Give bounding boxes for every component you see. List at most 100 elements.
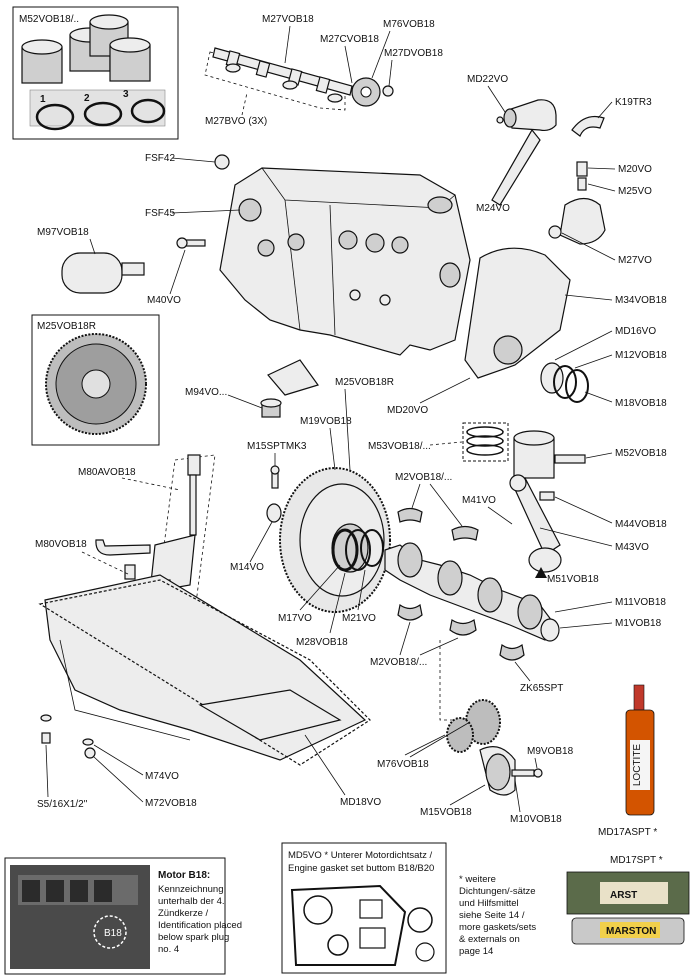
loctite-text: LOCTITE [632, 744, 643, 787]
label-M97VOB18: M97VOB18 [37, 227, 89, 238]
label-M40VO: M40VO [147, 295, 181, 306]
label-M94VO: M94VO... [185, 387, 227, 398]
seal-M17VO [331, 528, 384, 572]
label-M76VOB18: M76VOB18 [377, 759, 429, 770]
label-M14VO: M14VO [230, 562, 264, 573]
connecting-rod [509, 474, 562, 573]
crankshaft [384, 542, 560, 642]
footnote-line-3: und Hilfsmittel [459, 898, 519, 909]
flywheel-box: M25VOB18R [31, 314, 160, 446]
label-M25VO: M25VO [618, 186, 652, 197]
footnote-line-7: page 14 [459, 946, 493, 957]
gasket-box-line-1: MD5VO * Unterer Motordichtsatz / [288, 850, 432, 861]
footnote-line-4: siehe Seite 14 / [459, 910, 525, 921]
label-M72VOB18: M72VOB18 [145, 798, 197, 809]
label-M43VO: M43VO [615, 542, 649, 553]
label-M51VOB18: M51VOB18 [547, 574, 599, 585]
piston-rings-box [462, 422, 509, 462]
footnote-line-1: * weitere [459, 874, 496, 885]
seal-rings [540, 362, 589, 403]
label-K19TR3: K19TR3 [615, 97, 652, 108]
motor-box-line-4: Identification placed [158, 920, 242, 931]
timing-cover [464, 247, 571, 379]
motor-box-line-2: unterhalb der 4. [158, 896, 225, 907]
oil-filter [61, 252, 145, 294]
ring-number-1: 1 [40, 94, 46, 105]
engine-block [219, 167, 471, 356]
label-MD17ASPT: MD17ASPT * [598, 827, 657, 838]
label-M17VO: M17VO [278, 613, 312, 624]
label-M27CVOB18: M27CVOB18 [320, 34, 379, 45]
piston [513, 430, 586, 479]
label-M24VO: M24VO [476, 203, 510, 214]
label-M2VOB18-bottom: M2VOB18/... [370, 657, 427, 668]
label-M53VOB18: M53VOB18/... [368, 441, 431, 452]
label-M34VOB18: M34VOB18 [615, 295, 667, 306]
label-M21VO: M21VO [342, 613, 376, 624]
label-M28VOB18: M28VOB18 [296, 637, 348, 648]
gasket-box-line-2: Engine gasket set buttom B18/B20 [288, 863, 434, 874]
motor-info-box: B18 Motor B18: Kennzeichnung unterhalb d… [4, 857, 242, 975]
motor-box-line-6: no. 4 [158, 944, 179, 955]
label-M27VOB18: M27VOB18 [262, 14, 314, 25]
label-M44VOB18: M44VOB18 [615, 519, 667, 530]
timing-gears [446, 699, 543, 796]
label-M27VO: M27VO [618, 255, 652, 266]
label-M76VOB18-top: M76VOB18 [383, 19, 435, 30]
label-MD22VO: MD22VO [467, 74, 508, 85]
hose-thermostat [548, 115, 606, 245]
gasket-set-box: MD5VO * Unterer Motordichtsatz / Engine … [281, 842, 447, 974]
label-M25VOB18R-box: M25VOB18R [37, 321, 96, 332]
label-M52VOB18-kit: M52VOB18/.. [19, 14, 79, 25]
motor-box-line-3: Zündkerze / [158, 908, 209, 919]
footnote-line-5: more gaskets/sets [459, 922, 536, 933]
label-M1VOB18: M1VOB18 [615, 618, 662, 629]
bolt-M15SPTMK3 [270, 465, 280, 489]
label-M27BVO: M27BVO (3X) [205, 116, 267, 127]
label-M19VOB18: M19VOB18 [300, 416, 352, 427]
label-MD17SPT: MD17SPT * [610, 855, 663, 866]
engine-mark-text: B18 [104, 928, 122, 939]
motor-box-title: Motor B18: [158, 870, 210, 881]
oil-pan [38, 574, 371, 766]
label-M12VOB18: M12VOB18 [615, 350, 667, 361]
label-FSF42: FSF42 [145, 153, 175, 164]
piston-kit-box: M52VOB18/.. 1 2 3 [12, 6, 179, 140]
sealant-tube-MD17ASPT: LOCTITE [625, 684, 655, 816]
label-M9VOB18: M9VOB18 [527, 746, 574, 757]
motor-box-line-5: below spark plug [158, 932, 229, 943]
label-M27DVOB18: M27DVOB18 [384, 48, 443, 59]
label-M80AVOB18: M80AVOB18 [78, 467, 136, 478]
footnote: * weitere Dichtungen/-sätze und Hilfsmit… [459, 874, 536, 957]
bushing-M14VO [266, 503, 282, 523]
label-MD16VO: MD16VO [615, 326, 656, 337]
label-M80VOB18: M80VOB18 [35, 539, 87, 550]
label-M74VO: M74VO [145, 771, 179, 782]
label-MD18VO: MD18VO [340, 797, 381, 808]
ring-number-2: 2 [84, 93, 90, 104]
sealant-box-MD17SPT: ARST MARSTON [566, 871, 690, 945]
bearing-shells-top [397, 507, 479, 541]
label-M52VOB18: M52VOB18 [615, 448, 667, 459]
bearing-shells-bottom [397, 603, 525, 661]
footnote-line-2: Dichtungen/-sätze [459, 886, 536, 897]
label-M20VO: M20VO [618, 164, 652, 175]
motor-box-line-1: Kennzeichnung [158, 884, 224, 895]
label-S5: S5/16X1/2" [37, 799, 88, 810]
label-MD20VO: MD20VO [387, 405, 428, 416]
oil-filler-breather [491, 99, 557, 206]
piston-set-image: 1 2 3 [21, 14, 166, 131]
label-M18VOB18: M18VOB18 [615, 398, 667, 409]
label-M2VOB18-top: M2VOB18/... [395, 472, 452, 483]
label-M25VOB18R: M25VOB18R [335, 377, 394, 388]
label-M41VO: M41VO [462, 495, 496, 506]
label-FSF45: FSF45 [145, 208, 175, 219]
ring-number-3: 3 [123, 89, 129, 100]
label-M15SPTMK3: M15SPTMK3 [247, 441, 307, 452]
bolt-M40VO [176, 237, 206, 249]
marston-text: MARSTON [606, 926, 656, 937]
engine-mount [260, 359, 319, 418]
label-M11VOB18: M11VOB18 [615, 597, 666, 608]
label-M15VOB18: M15VOB18 [420, 807, 472, 818]
